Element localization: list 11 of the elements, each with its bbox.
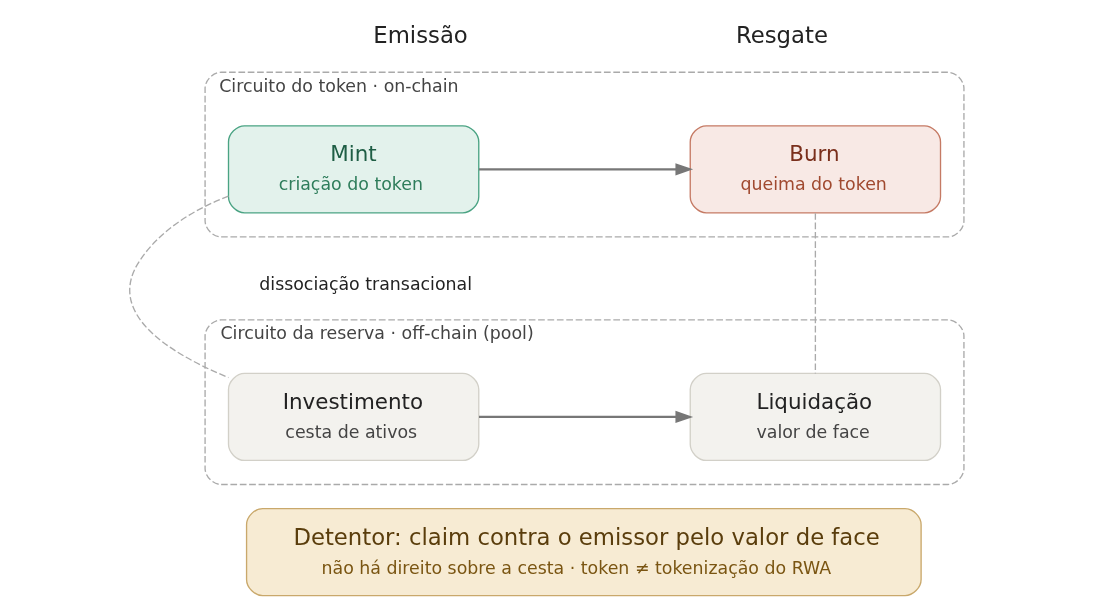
label: Emissão — [373, 21, 468, 48]
label: Resgate — [735, 21, 828, 48]
node-box: Burn queima do token — [689, 125, 942, 214]
node-box: Detentor: claim contra o emissor pelo valor de face não há direito sobre a cesta · token ≠ tokenização do RWA — [245, 507, 922, 597]
node-box: Investimento cesta de ativos — [227, 372, 480, 462]
label: dissociação transacional — [259, 273, 473, 294]
arrow — [479, 163, 694, 176]
node-box: Liquidação valor de face — [689, 372, 942, 462]
connector — [129, 195, 230, 379]
arrow — [479, 410, 694, 424]
node-box: Mint criação do token — [227, 125, 480, 214]
